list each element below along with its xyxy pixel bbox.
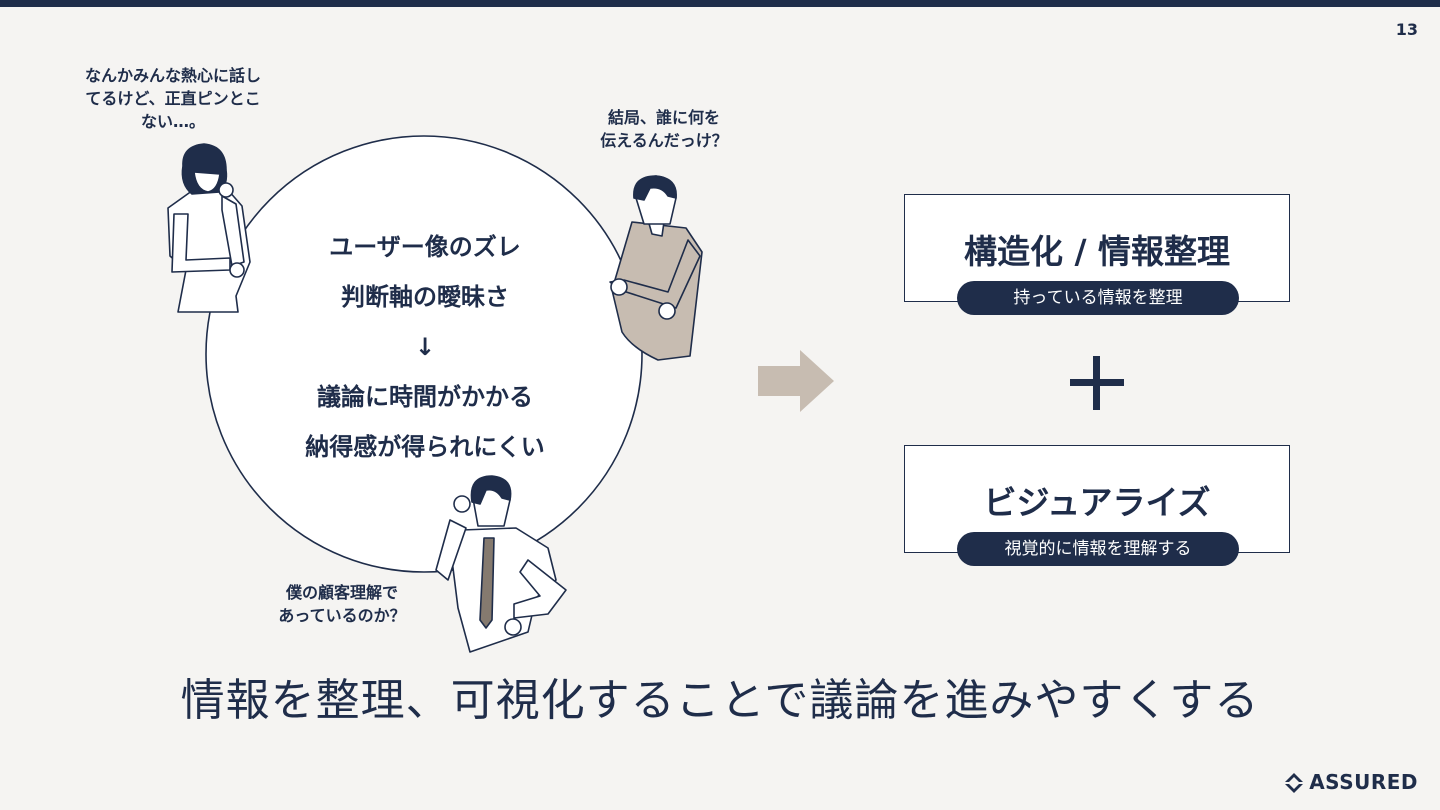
bubble-line: 結局、誰に何を — [607, 108, 720, 127]
bubble-line: 僕の顧客理解で — [285, 583, 398, 602]
card-pill: 視覚的に情報を理解する — [957, 532, 1239, 566]
assured-logo-icon — [1285, 773, 1304, 793]
card-visualize: ビジュアライズ 視覚的に情報を理解する — [904, 445, 1290, 566]
card-pill: 持っている情報を整理 — [957, 281, 1239, 315]
bubble-line: なんかみんな熱心に話し — [84, 66, 261, 85]
bubble-line: ない…。 — [140, 112, 205, 131]
tagline: 情報を整理、可視化することで議論を進みやすくする — [180, 675, 1260, 726]
brand-name: ASSURED — [1309, 770, 1418, 794]
problem-list: ユーザー像のズレ 判断軸の曖昧さ ↓ 議論に時間がかかる 納得感が得られにくい — [260, 222, 590, 472]
plus-icon — [1070, 356, 1124, 410]
brand-logo: ASSURED — [1283, 770, 1418, 794]
problem-item: ユーザー像のズレ — [329, 233, 521, 261]
man-beige-figure — [609, 175, 703, 361]
woman-figure — [167, 143, 251, 313]
problem-item: 議論に時間がかかる — [317, 383, 533, 411]
bubble-top-left: なんかみんな熱心に話し てるけど、正直ピンとこ ない…。 — [62, 64, 284, 133]
illustration — [167, 135, 703, 653]
top-bar — [0, 0, 1440, 7]
problem-item: 判断軸の曖昧さ — [341, 283, 509, 311]
page-number: 13 — [1395, 20, 1418, 39]
card-title: ビジュアライズ — [983, 483, 1211, 522]
bubble-bottom: 僕の顧客理解で あっているのか？ — [262, 581, 422, 627]
problem-item: 納得感が得られにくい — [305, 433, 545, 461]
man-tie-figure — [435, 475, 567, 653]
arrow-right-icon — [758, 350, 834, 412]
card-structure: 構造化 / 情報整理 持っている情報を整理 — [904, 194, 1290, 315]
card-title: 構造化 / 情報整理 — [963, 232, 1231, 271]
problem-circle — [205, 135, 643, 573]
bubble-line: てるけど、正直ピンとこ — [85, 89, 261, 108]
bubble-top-right: 結局、誰に何を 伝えるんだっけ？ — [584, 106, 744, 152]
bubble-line: 伝えるんだっけ？ — [600, 131, 728, 150]
bubble-line: あっているのか？ — [278, 606, 406, 625]
down-arrow-icon: ↓ — [414, 333, 436, 361]
